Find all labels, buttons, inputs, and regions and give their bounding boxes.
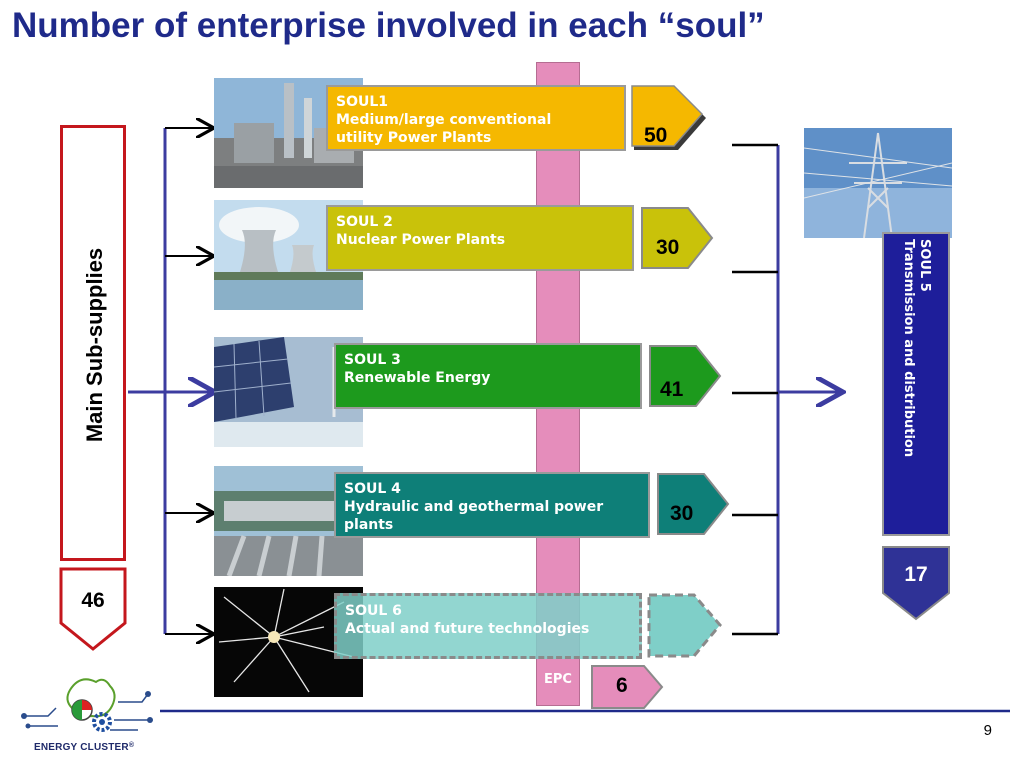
energy-cluster-logo-icon <box>21 678 153 732</box>
soul4-count: 30 <box>670 502 694 525</box>
soul1-name: SOUL1 <box>336 94 389 110</box>
soul1-badge: 50 <box>630 84 710 156</box>
soul3-name: SOUL 3 <box>344 352 401 368</box>
page-number: 9 <box>983 722 992 739</box>
soul6-box: SOUL 6 Actual and future technologies <box>334 593 642 659</box>
soul5-desc: Transmission and distribution <box>901 239 916 458</box>
soul5-count: 17 <box>904 563 928 586</box>
power-plant-photo <box>214 78 363 188</box>
epc-label: EPC <box>544 672 572 687</box>
soul3-desc-1: Renewable Energy <box>344 370 491 386</box>
soul2-count: 30 <box>656 236 680 259</box>
epc-badge: 6 <box>590 664 666 710</box>
epc-arrow-shape-icon <box>591 665 664 709</box>
soul1-box: SOUL1 Medium/large conventional utility … <box>326 85 626 151</box>
epc-count: 6 <box>616 674 628 697</box>
soul4-arrow-shape-icon <box>657 473 730 535</box>
main-sub-supplies-badge: 46 <box>59 567 127 651</box>
soul6-badge <box>646 592 726 660</box>
energy-cluster-logo-text: ENERGY CLUSTER® <box>34 742 134 753</box>
soul3-arrow-shape-icon <box>649 345 722 407</box>
soul6-name: SOUL 6 <box>345 603 402 619</box>
soul1-arrow-shape-icon <box>631 85 706 150</box>
energy-cluster-logo: ENERGY CLUSTER® <box>18 672 158 762</box>
soul6-desc-1: Actual and future technologies <box>345 621 590 637</box>
soul1-desc-2: utility Power Plants <box>336 130 492 146</box>
soul1-desc-1: Medium/large conventional <box>336 112 552 128</box>
soul6-arrow-shape-icon <box>647 593 722 658</box>
soul3-badge: 41 <box>648 344 724 410</box>
soul2-desc-1: Nuclear Power Plants <box>336 232 506 248</box>
soul3-box: SOUL 3 Renewable Energy <box>334 343 642 409</box>
main-sub-supplies-count: 46 <box>81 589 105 612</box>
soul5-text-wrap: SOUL 5 Transmission and distribution <box>884 236 948 532</box>
soul5-text: SOUL 5 Transmission and distribution <box>900 239 932 529</box>
soul5-box <box>882 232 950 536</box>
transmission-tower-photo <box>804 128 952 238</box>
down-arrow-shape-icon <box>59 567 127 651</box>
logo-mark: ® <box>128 742 135 749</box>
soul2-badge: 30 <box>640 206 716 272</box>
soul4-name: SOUL 4 <box>344 481 401 497</box>
soul5-down-arrow-shape-icon <box>882 546 950 621</box>
soul1-count: 50 <box>644 124 668 147</box>
soul2-arrow-shape-icon <box>641 207 714 269</box>
main-sub-supplies-box <box>60 125 126 561</box>
soul5-name: SOUL 5 <box>917 239 932 292</box>
soul4-box: SOUL 4 Hydraulic and geothermal power pl… <box>334 472 650 538</box>
logo-text: ENERGY CLUSTER <box>34 742 129 753</box>
page-title: Number of enterprise involved in each “s… <box>12 6 765 45</box>
soul2-name: SOUL 2 <box>336 214 393 230</box>
soul4-desc-1: Hydraulic and geothermal power <box>344 499 604 515</box>
soul2-box: SOUL 2 Nuclear Power Plants <box>326 205 634 271</box>
soul4-badge: 30 <box>656 472 732 538</box>
soul3-count: 41 <box>660 378 684 401</box>
soul5-badge: 17 <box>881 545 951 621</box>
soul4-desc-2: plants <box>344 517 394 533</box>
